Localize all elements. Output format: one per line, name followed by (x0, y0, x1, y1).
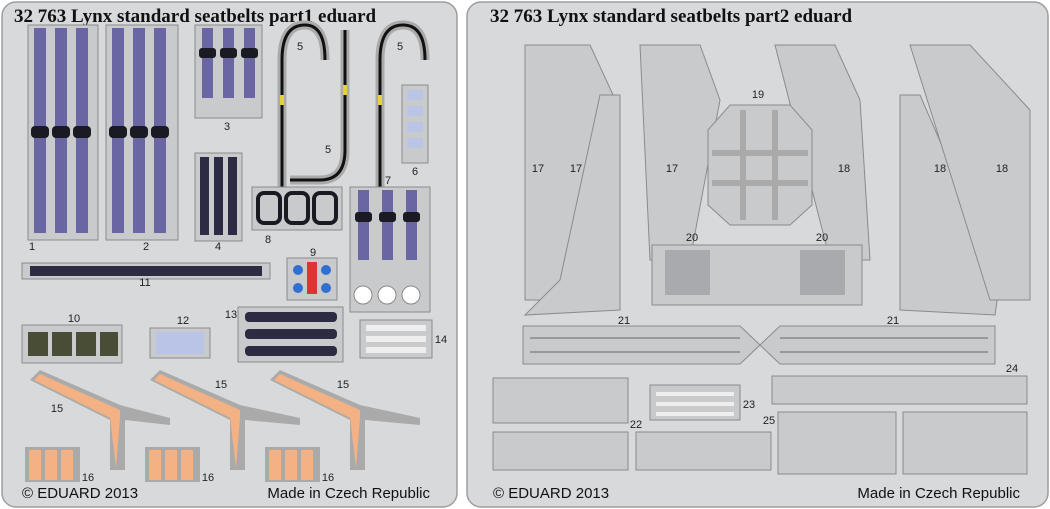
part-16-set (25, 447, 320, 482)
part-11 (21, 262, 271, 280)
part-number-label: 16 (82, 472, 94, 484)
part-number-label: 5 (325, 144, 331, 156)
part-21 (522, 325, 996, 365)
part-number-label: 21 (887, 315, 899, 327)
part-10 (21, 324, 123, 364)
part-12 (149, 327, 211, 359)
left-sheet-title: 32 763 Lynx standard seatbelts part1 edu… (14, 6, 377, 27)
part-7 (349, 186, 431, 313)
part-3 (194, 24, 263, 119)
part-1-straps (27, 24, 99, 241)
part-number-label: 3 (224, 121, 230, 133)
seat-back-parts-18 (774, 44, 1031, 316)
part-4 (194, 152, 243, 242)
part-number-label: 12 (177, 315, 189, 327)
left-copyright: © EDUARD 2013 (22, 485, 138, 502)
part-number-label: 6 (412, 166, 418, 178)
part-15-harness-set (30, 370, 420, 470)
part-number-label: 11 (139, 277, 150, 289)
part-2-straps (105, 24, 179, 241)
part-number-label: 17 (532, 163, 544, 175)
part-number-label: 13 (225, 309, 237, 321)
part-25 (777, 411, 1028, 475)
part-14 (359, 319, 433, 359)
part-6 (401, 84, 429, 164)
part-5-cables (277, 20, 430, 230)
part-19 (707, 104, 813, 226)
part-number-label: 24 (1006, 363, 1018, 375)
part-number-label: 17 (570, 163, 582, 175)
part-number-label: 16 (202, 472, 214, 484)
part-23 (649, 384, 741, 421)
left-origin: Made in Czech Republic (267, 485, 430, 502)
part-number-label: 18 (996, 163, 1008, 175)
part-13 (237, 306, 344, 363)
part-number-label: 18 (838, 163, 850, 175)
part-number-label: 18 (934, 163, 946, 175)
part-20 (651, 244, 863, 306)
part-number-label: 7 (385, 175, 391, 187)
part-number-label: 8 (265, 234, 271, 246)
part-number-label: 20 (816, 232, 828, 244)
right-copyright: © EDUARD 2013 (493, 485, 609, 502)
part-number-label: 10 (68, 313, 80, 325)
right-origin: Made in Czech Republic (857, 485, 1020, 502)
part-number-label: 5 (397, 41, 403, 53)
part-number-label: 17 (666, 163, 678, 175)
part-9 (286, 257, 338, 301)
part-number-label: 14 (435, 334, 447, 346)
part-24 (771, 375, 1028, 405)
part-number-label: 22 (630, 419, 642, 431)
part-number-label: 15 (337, 379, 349, 391)
part-22 (492, 377, 772, 471)
part-number-label: 9 (310, 247, 316, 259)
left-part-labels: 1 2 3 4 5 5 5 6 7 8 9 10 11 12 13 14 15 … (29, 41, 447, 484)
part-number-label: 15 (51, 403, 63, 415)
part-number-label: 21 (618, 315, 630, 327)
right-part-labels: 19 17 17 17 18 18 18 20 20 21 21 22 23 2… (532, 89, 1018, 431)
part-number-label: 16 (322, 472, 334, 484)
part-number-label: 19 (752, 89, 764, 101)
part-number-label: 1 (29, 241, 35, 253)
part-number-label: 25 (763, 415, 775, 427)
left-sheet: 32 763 Lynx standard seatbelts part1 edu… (1, 1, 458, 508)
seat-back-parts-17 (523, 44, 721, 316)
part-8 (251, 186, 343, 231)
right-sheet-title: 32 763 Lynx standard seatbelts part2 edu… (490, 6, 853, 27)
part-number-label: 2 (143, 241, 149, 253)
part-number-label: 23 (743, 399, 755, 411)
part-number-label: 20 (686, 232, 698, 244)
part-number-label: 5 (297, 41, 303, 53)
part-number-label: 15 (215, 379, 227, 391)
right-sheet: 32 763 Lynx standard seatbelts part2 edu… (466, 1, 1049, 508)
part-number-label: 4 (215, 241, 221, 253)
